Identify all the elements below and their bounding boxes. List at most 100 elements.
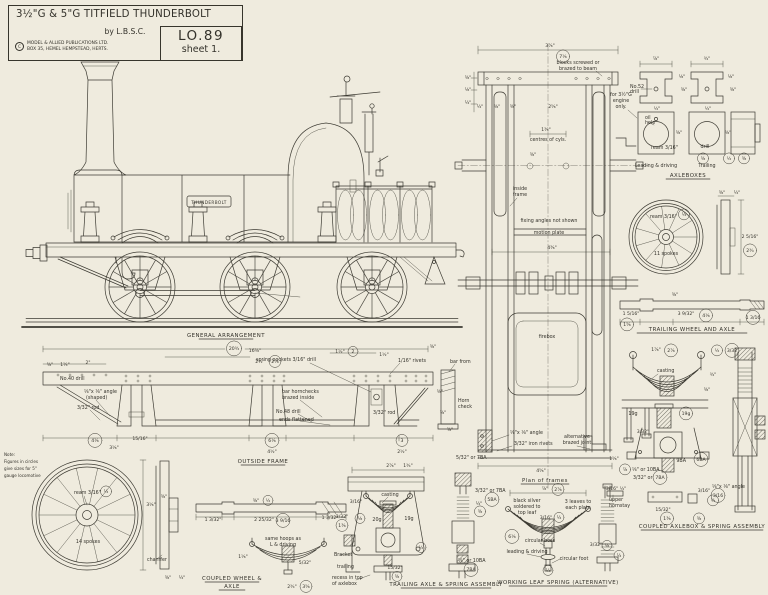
dimension-label: 2½"	[255, 358, 265, 365]
annotation-label: hole	[645, 120, 655, 126]
annotation-label: oil	[645, 115, 651, 121]
dimension-label: 3/16"	[540, 515, 552, 521]
leading-axlebox	[637, 111, 675, 155]
reference-number: LO.89	[177, 28, 225, 44]
dimension-label: 3 9/32"	[678, 311, 695, 317]
trailing-axlebox	[688, 111, 726, 155]
dimension-label: 20¾	[229, 346, 240, 352]
annotation-label: 19g	[628, 411, 637, 417]
dimension-label: 4⅛	[702, 313, 710, 319]
annotation-label: 3/32" or	[633, 475, 652, 481]
five-inch-gauge-circle	[268, 355, 282, 368]
annotation-label: chamfer	[147, 557, 167, 563]
dimension-label: ¼"	[476, 501, 483, 507]
side-view	[737, 351, 753, 511]
tender-posts	[332, 181, 436, 188]
outer-frames	[485, 84, 611, 453]
dimension-label: 3/16	[713, 493, 723, 499]
dimension-label: ⅝	[701, 156, 706, 162]
five-inch-gauge-circle	[335, 519, 349, 532]
dimension-label: ⅛"	[679, 74, 686, 80]
note-line: gauge locomotive	[4, 473, 41, 478]
annotation-label: 19g	[404, 516, 413, 522]
annotation-label: circular foot	[560, 556, 589, 562]
five-inch-gauge-circle	[679, 406, 693, 421]
five-inch-gauge-circle	[504, 529, 520, 544]
reference-box: LO.89 sheet 1.	[160, 26, 242, 61]
annotation-label: only.	[616, 104, 627, 110]
nameplate-text: THUNDERBOLT	[190, 200, 227, 205]
byline: by L.B.S.C.	[104, 27, 146, 36]
dimension-label: ⅝"	[437, 389, 444, 395]
annotation-label: motion plate	[534, 230, 565, 236]
dimension-label: 2 5/16"	[742, 234, 759, 240]
dimension-label: 3 9/16	[276, 518, 291, 524]
five-inch-gauge-circle	[738, 152, 750, 165]
five-inch-gauge-circle	[707, 494, 719, 507]
left-wheel-plan	[493, 91, 507, 217]
dimension-label: 6⅛	[508, 534, 516, 540]
dimension-label: 3/32"	[637, 429, 649, 435]
rivet-marks	[56, 373, 428, 383]
hornstay-bar	[647, 491, 683, 503]
annotation-label: 11 spokes	[654, 251, 679, 257]
leading-hornblock	[639, 71, 673, 104]
publisher-line-1: MODEL & ALLIED PUBLICATIONS LTD.	[27, 41, 109, 46]
annotation-label: ⅛"x ⅛" angle	[84, 389, 117, 395]
captions: THUNDERBOLT GENERAL ARRANGEMENT OUTSIDE …	[4, 163, 765, 591]
dimension-label: 3	[401, 438, 404, 444]
coupled-axle	[195, 501, 347, 515]
side-cap	[454, 472, 472, 487]
coupled-spokes	[39, 468, 135, 562]
five-inch-gauge-circle	[262, 495, 274, 506]
annotation-label: alternative	[564, 434, 590, 440]
dimension-label: ⅛"	[465, 87, 472, 93]
annotation-label: 20g	[372, 517, 381, 523]
five-inch-gauge-circle	[601, 540, 613, 551]
annotation-label: each plate	[565, 505, 590, 511]
dimension-label: ¾"	[704, 56, 711, 62]
caption-plan-of-frames: Plan of frames	[522, 478, 568, 484]
dimension-label: ⅞"	[440, 410, 447, 416]
note-line: give sizes for 5"	[4, 466, 37, 471]
annotation-label: No.52	[630, 84, 644, 90]
five-inch-gauge-circle	[745, 310, 761, 325]
nameplate	[186, 195, 232, 208]
coupling-rod	[139, 290, 256, 296]
dimension-label: ⅜"	[672, 292, 679, 298]
dimension-label: ⅜"	[165, 575, 172, 581]
dimension-label: 6⅛	[268, 438, 276, 444]
annotation-label: for 3½"G	[610, 91, 632, 98]
dimension-label: 3/16"	[606, 486, 618, 492]
dimension-label: 6BA	[696, 457, 706, 463]
corner-gusset	[477, 429, 493, 453]
five-inch-gauge-circle	[463, 562, 479, 577]
axlebox	[375, 527, 401, 553]
dimension-label: 2⅞"	[386, 463, 396, 469]
annotation-label: black silver	[513, 498, 540, 504]
dimension-label: 3⅞"	[545, 43, 555, 49]
plan-of-frames-view	[454, 43, 649, 491]
annotation-label: 3/32" rod	[373, 410, 395, 416]
dimension-label: 1⅞"	[651, 347, 661, 353]
spring-screw	[656, 407, 672, 429]
dimension-label: 1 3/32"	[205, 517, 222, 523]
dimension-label: 1⅜	[663, 516, 671, 522]
rear-a-frame	[424, 255, 446, 285]
five-inch-gauge-circle	[474, 505, 486, 518]
firebox-plan	[507, 312, 587, 396]
five-inch-gauge-circle	[347, 346, 359, 357]
annotation-label: drill	[630, 89, 639, 95]
dimension-label: 15/32"	[655, 507, 670, 513]
five-inch-gauge-circle	[724, 343, 740, 358]
motion-plate	[513, 228, 587, 236]
five-inch-gauge-circle	[354, 513, 366, 524]
annotation-label: Bracket	[334, 552, 352, 558]
front-brace	[57, 256, 129, 289]
dimension-label: 1 5/16"	[623, 311, 640, 317]
five-inch-gauge-circle	[484, 492, 500, 507]
dimension-label: 2 25/32"	[254, 517, 274, 523]
bracket-section	[343, 534, 356, 547]
dimension-label: ¼	[711, 498, 716, 504]
